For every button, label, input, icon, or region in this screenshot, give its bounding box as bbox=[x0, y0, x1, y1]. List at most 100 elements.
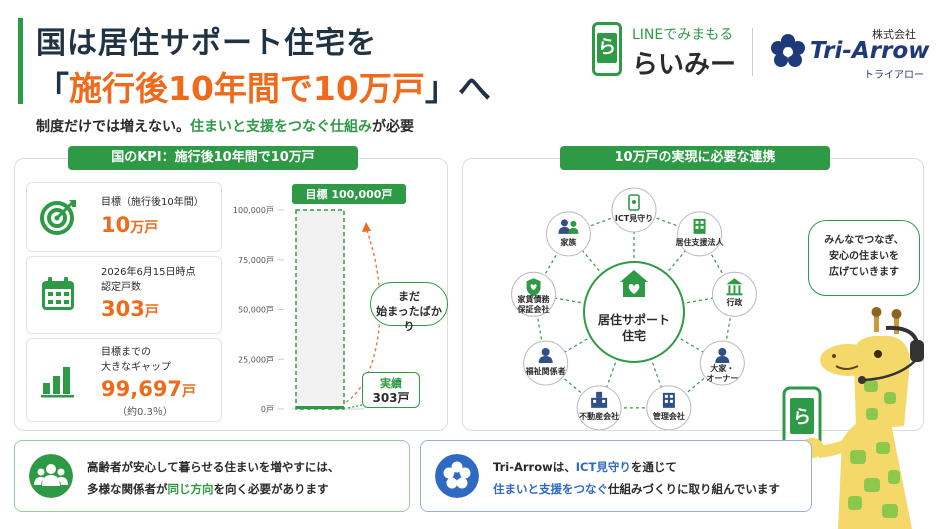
together-line2: 安心の住まいを bbox=[829, 251, 899, 262]
bottom-left-line2-pre: 多様な関係者が bbox=[87, 482, 168, 496]
target-label: 目標 100,000戸 bbox=[306, 187, 393, 201]
tri-arrow-flower-icon bbox=[435, 454, 479, 498]
actual-label: 実績 bbox=[380, 377, 402, 390]
bottom-right-line2-post: 仕組みづくりに取り組んでいます bbox=[608, 482, 780, 496]
title-accent-bar bbox=[18, 18, 23, 104]
kpi-certified-date: 2026年6月15日時点 bbox=[101, 267, 196, 278]
bar-chart-icon bbox=[41, 367, 74, 398]
collaboration-network bbox=[511, 187, 757, 430]
bottom-right-line1-pre: Tri-Arrowは、 bbox=[493, 460, 576, 474]
target-icon bbox=[40, 200, 76, 235]
kpi-panel-tag: 国のKPI：施行後10年間で10万戸 bbox=[68, 146, 358, 170]
giraffe-mascot-icon: ら bbox=[782, 307, 924, 529]
page-title-line1: 国は居住サポート住宅を bbox=[36, 26, 377, 61]
bottom-right-line1: Tri-Arrowは、ICT見守りを通じて bbox=[493, 456, 780, 478]
raimi-tagline: LINEでみまもる bbox=[632, 27, 734, 43]
bottom-right-line1-highlight: ICT見守り bbox=[575, 460, 631, 474]
kpi-card-gap: 目標までの大きなギャップ 99,697戸 （約0.3％） bbox=[26, 338, 222, 422]
raimi-name: らいみー bbox=[632, 50, 737, 80]
center-node bbox=[583, 261, 685, 363]
kpi-certified-unit: 戸 bbox=[144, 304, 159, 320]
center-line1: 居住サポート bbox=[597, 313, 670, 327]
kpi-gap-value: 99,697戸 bbox=[101, 377, 196, 401]
bubble-line1: まだ bbox=[398, 290, 420, 303]
bottom-message-left: 高齢者が安心して暮らせる住まいを増やすには、 多様な関係者が同じ方向を向く必要が… bbox=[14, 440, 410, 512]
house-heart-icon bbox=[620, 270, 648, 297]
y-tick-label: 50,000戸 bbox=[238, 306, 274, 315]
family-icon bbox=[558, 219, 579, 234]
shield-heart-icon bbox=[526, 278, 541, 297]
kpi-gap-label: 目標までの大きなギャップ bbox=[101, 345, 171, 375]
node-label-gyosei: 行政 bbox=[726, 298, 743, 308]
kpi-card-certified: 2026年6月15日時点認定戸数 303戸 bbox=[26, 256, 222, 334]
raimi-mark: ら bbox=[597, 33, 617, 63]
title-bracket-open: 「 bbox=[36, 69, 69, 108]
calendar-icon bbox=[42, 277, 74, 310]
kpi-target-value: 10万戸 bbox=[101, 213, 158, 237]
together-line1: みんなでつなぎ、 bbox=[824, 235, 904, 246]
together-bubble: みんなでつなぎ、安心の住まいを広げていきます bbox=[808, 220, 920, 296]
bottom-right-line1-post: を通じて bbox=[630, 460, 677, 474]
page-title-line2: 「施行後10年間で10万戸」へ bbox=[36, 62, 491, 110]
office-icon bbox=[591, 391, 608, 408]
actual-pointer bbox=[347, 404, 363, 409]
growth-arrow-head bbox=[362, 222, 371, 232]
bottom-left-line2: 多様な関係者が同じ方向を向く必要があります bbox=[87, 478, 339, 500]
kpi-gap-number: 99,697 bbox=[101, 377, 183, 401]
company-type: 株式会社 bbox=[872, 28, 916, 41]
actual-bar bbox=[296, 406, 344, 409]
y-tick-label: 100,000戸 bbox=[233, 206, 274, 215]
raimi-phone-logo-icon: ら bbox=[592, 22, 622, 76]
node-label-kanri: 管理会社 bbox=[652, 411, 685, 421]
government-icon bbox=[726, 278, 743, 296]
bottom-right-line2-highlight: 住まいと支援をつなぐ bbox=[493, 482, 608, 496]
subtitle-highlight: 住まいと支援をつなぐ仕組み bbox=[190, 119, 372, 135]
bubble-line2: 始まったばかり bbox=[376, 305, 442, 333]
company-kana: トライアロー bbox=[864, 70, 924, 81]
target-label-badge: 目標 100,000戸 bbox=[292, 184, 406, 204]
kpi-gap-caption1: 目標までの bbox=[101, 347, 151, 358]
center-node-label: 居住サポート住宅 bbox=[584, 312, 684, 344]
node-label-fudosan: 不動産会社 bbox=[579, 411, 620, 421]
node-label-hosho: 家賃債務 保証会社 bbox=[517, 295, 550, 315]
target-bar bbox=[295, 209, 345, 410]
kpi-gap-note: （約0.3％） bbox=[117, 407, 173, 418]
growth-arrow bbox=[345, 227, 381, 403]
kpi-gap-unit: 戸 bbox=[182, 384, 197, 400]
kpi-certified-caption: 認定戸数 bbox=[101, 282, 141, 293]
center-line2: 住宅 bbox=[621, 329, 646, 343]
kpi-target-unit: 万戸 bbox=[130, 220, 159, 236]
subtitle-lead: 制度だけでは増えない。 bbox=[36, 119, 190, 135]
bottom-message-right: Tri-Arrowは、ICT見守りを通じて 住まいと支援をつなぐ仕組みづくりに取… bbox=[420, 440, 812, 512]
person-icon bbox=[715, 348, 730, 363]
subtitle-tail: が必要 bbox=[372, 119, 414, 135]
logo-divider bbox=[752, 28, 753, 76]
node-label-fukushi: 福祉関係者 bbox=[525, 367, 566, 376]
person-icon bbox=[538, 348, 553, 363]
y-tick-label: 0戸 bbox=[261, 405, 274, 414]
node-label-kazoku: 家族 bbox=[560, 237, 577, 247]
page-subtitle: 制度だけでは増えない。住まいと支援をつなぐ仕組みが必要 bbox=[36, 116, 414, 136]
bottom-right-text: Tri-Arrowは、ICT見守りを通じて 住まいと支援をつなぐ仕組みづくりに取… bbox=[493, 456, 780, 500]
just-started-bubble: まだ始まったばかり bbox=[370, 282, 448, 333]
kpi-certified-label: 2026年6月15日時点認定戸数 bbox=[101, 265, 196, 295]
node-label-ict: ICT見守り bbox=[614, 214, 654, 223]
node-label-ooya: 大家・ オーナー bbox=[706, 364, 739, 383]
bottom-left-line2-highlight: 同じ方向 bbox=[167, 482, 214, 496]
kpi-certified-number: 303 bbox=[101, 297, 145, 321]
kpi-target-label: 目標（施行後10年間） bbox=[101, 197, 204, 208]
title-highlight: 施行後10年間で10万戸 bbox=[69, 69, 425, 108]
building-icon bbox=[693, 218, 706, 234]
bottom-right-line2: 住まいと支援をつなぐ仕組みづくりに取り組んでいます bbox=[493, 478, 780, 500]
company-name: Tri-Arrow bbox=[810, 38, 930, 64]
kpi-target-number: 10 bbox=[101, 213, 131, 237]
kpi-card-target: 目標（施行後10年間） 10万戸 bbox=[26, 182, 222, 252]
mascot-phone-mark: ら bbox=[793, 407, 811, 428]
node-label-shien: 居住支援法人 bbox=[675, 237, 724, 247]
y-tick-label: 75,000戸 bbox=[238, 256, 274, 265]
building-icon bbox=[662, 392, 675, 408]
kpi-certified-value: 303戸 bbox=[101, 297, 159, 321]
actual-value: 303戸 bbox=[372, 391, 410, 405]
bottom-left-text: 高齢者が安心して暮らせる住まいを増やすには、 多様な関係者が同じ方向を向く必要が… bbox=[87, 456, 339, 500]
